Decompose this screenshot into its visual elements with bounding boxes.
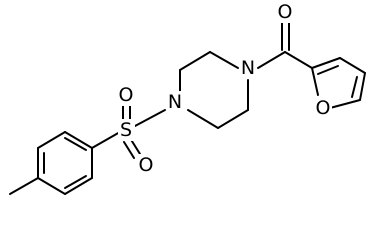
- ring-bond: [217, 109, 249, 129]
- furan-ring-bond: [359, 72, 366, 101]
- atom-label-background: [277, 1, 294, 23]
- sulfonyl-oxygen-top-label: O: [119, 84, 134, 106]
- ring-bond: [37, 131, 66, 149]
- ring-inner-double-bond: [64, 175, 87, 189]
- ring-to-sulfur-bond: [91, 131, 121, 149]
- methyl-bond: [9, 177, 39, 195]
- atom-label-background: [315, 98, 332, 120]
- atom-label-background: [118, 119, 135, 141]
- furan-ring-bond: [329, 99, 361, 109]
- furan-ring-bond: [311, 57, 341, 69]
- carbonyl-oxygen-label: O: [278, 1, 293, 23]
- piperazine-n-right-label: N: [241, 57, 255, 79]
- structure-canvas: O S O N N O O: [9, 1, 366, 195]
- chemical-structure-diagram: O S O N N O O: [9, 1, 366, 195]
- atom-label-background: [240, 57, 257, 79]
- ring-bond: [37, 177, 66, 195]
- furan-double-bond: [317, 65, 339, 75]
- ring-bond: [209, 51, 239, 69]
- ring-bond: [179, 51, 211, 71]
- piperazine-ring: [179, 51, 249, 129]
- ring-bond: [64, 177, 93, 195]
- furan-oxygen-label: O: [316, 97, 331, 119]
- furoyl-group: [257, 21, 366, 109]
- nitrogen-to-carbonyl-bond: [257, 51, 286, 69]
- furan-ring-bond: [339, 57, 366, 74]
- toluene-ring: [9, 131, 93, 195]
- furan-double-bond: [351, 76, 358, 98]
- sulfonyl-oxygen-bottom-label: O: [139, 154, 154, 176]
- carbonyl-to-furan-bond: [284, 51, 313, 69]
- atom-labels: O S O N N O O: [118, 1, 332, 176]
- ring-inner-double-bond: [64, 137, 87, 151]
- atom-label-background: [138, 154, 155, 176]
- atom-label-background: [118, 84, 135, 106]
- atom-label-background: [167, 91, 184, 113]
- sulfur-to-nitrogen-bond: [134, 109, 166, 127]
- ring-bond: [64, 131, 93, 149]
- piperazine-n-left-label: N: [168, 91, 182, 113]
- sulfur-label: S: [120, 119, 132, 141]
- furan-ring-bond: [311, 67, 319, 96]
- s-o-double-bond-bottom: [123, 141, 135, 159]
- ring-bond: [187, 109, 219, 129]
